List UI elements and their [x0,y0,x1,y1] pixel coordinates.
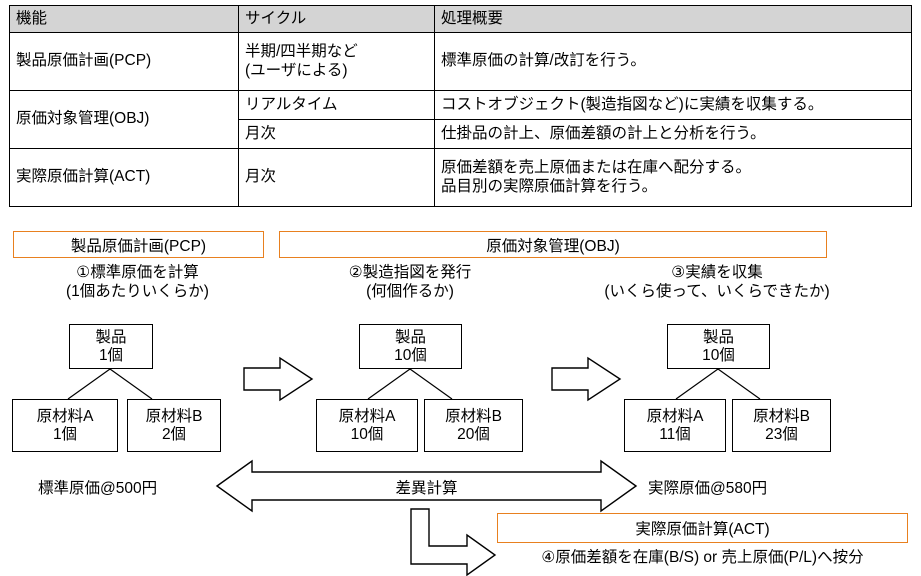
table-row: 月次 仕掛品の計上、原価差額の計上と分析を行う。 [10,119,912,149]
tree1-child-node-b[interactable]: 原材料B 2個 [127,399,221,452]
tree1-parent-name: 製品 [95,328,127,346]
tree3-child-a-name: 原材料A [646,407,704,425]
column-header-function: 機能 [9,5,239,33]
tree1-parent-node[interactable]: 製品 1個 [69,324,153,369]
function-spec-table: 機能 サイクル 処理概要 製品原価計画(PCP) 半期/四半期など (ユーザによ… [9,5,912,207]
cell-summary-act: 原価差額を売上原価または在庫へ配分する。 品目別の実際原価計算を行う。 [434,148,912,207]
tree2-connectors [367,368,453,400]
phase-label-act: 実際原価計算(ACT) [635,521,770,538]
tree2-child-a-name: 原材料A [338,407,396,425]
tree3-child-node-a[interactable]: 原材料A 11個 [624,399,726,452]
tree1-child-a-qty: 1個 [52,425,78,443]
tree2-child-b-name: 原材料B [445,407,502,425]
tree1-parent-qty: 1個 [98,346,124,364]
tree2-child-a-qty: 10個 [350,425,384,443]
block-arrow-2 [551,356,622,402]
table-row: 原価対象管理(OBJ) リアルタイム コストオブジェクト(製造指図など)に実績を… [9,90,912,149]
tree3-child-a-qty: 11個 [659,425,691,443]
step-caption-3: ③実績を収集 (いくら使って、いくらできたか) [604,264,830,300]
tree2-parent-node[interactable]: 製品 10個 [359,324,462,369]
cell-function-act: 実際原価計算(ACT) [9,148,239,207]
tree2-child-node-b[interactable]: 原材料B 20個 [424,399,523,452]
elbow-arrow-to-act [410,508,497,576]
tree2-parent-qty: 10個 [394,346,427,364]
tree1-connectors [67,368,153,400]
tree2-parent-name: 製品 [394,328,426,346]
phase-label-obj: 原価対象管理(OBJ) [486,237,620,255]
cell-summary-pcp: 標準原価の計算/改訂を行う。 [434,32,912,91]
step-caption-2: ②製造指図を発行 (何個作るか) [348,264,472,300]
tree1-child-a-name: 原材料A [36,407,94,425]
tree1-child-b-name: 原材料B [145,407,203,425]
phase-box-act[interactable]: 実際原価計算(ACT) [497,513,908,543]
variance-calculation-label: 差異計算 [395,480,458,497]
tree3-parent-name: 製品 [702,328,734,346]
tree1-child-node-a[interactable]: 原材料A 1個 [12,399,118,452]
cell-function-pcp: 製品原価計画(PCP) [9,32,239,91]
tree3-child-b-name: 原材料B [753,407,810,425]
standard-cost-label: 標準原価@500円 [38,480,158,497]
phase-box-pcp[interactable]: 製品原価計画(PCP) [13,231,264,258]
tree3-parent-node[interactable]: 製品 10個 [667,324,770,369]
cell-cycle-act: 月次 [238,148,435,207]
tree2-child-node-a[interactable]: 原材料A 10個 [316,399,418,452]
block-arrow-1 [243,356,314,402]
tree3-connectors [675,368,761,400]
tree3-parent-qty: 10個 [702,346,735,364]
tree2-child-b-qty: 20個 [457,425,490,443]
variance-double-arrow [215,459,638,513]
table-row: 実際原価計算(ACT) 月次 原価差額を売上原価または在庫へ配分する。 品目別の… [9,148,912,207]
step-caption-1: ①標準原価を計算 (1個あたりいくらか) [66,264,209,300]
tree3-child-b-qty: 23個 [765,425,798,443]
act-allocation-note: ④原価差額を在庫(B/S) or 売上原価(P/L)へ按分 [541,549,864,566]
phase-box-obj[interactable]: 原価対象管理(OBJ) [279,231,827,258]
actual-cost-label: 実際原価@580円 [648,480,768,497]
phase-label-pcp: 製品原価計画(PCP) [70,237,207,255]
table-row: 製品原価計画(PCP) 半期/四半期など (ユーザによる) 標準原価の計算/改訂… [9,32,912,91]
tree1-child-b-qty: 2個 [161,425,187,443]
cell-cycle-obj-realtime: リアルタイム [238,90,435,120]
tree3-child-node-b[interactable]: 原材料B 23個 [732,399,831,452]
cell-cycle-pcp: 半期/四半期など (ユーザによる) [238,32,435,91]
cell-summary-obj-monthly: 仕掛品の計上、原価差額の計上と分析を行う。 [434,119,912,149]
